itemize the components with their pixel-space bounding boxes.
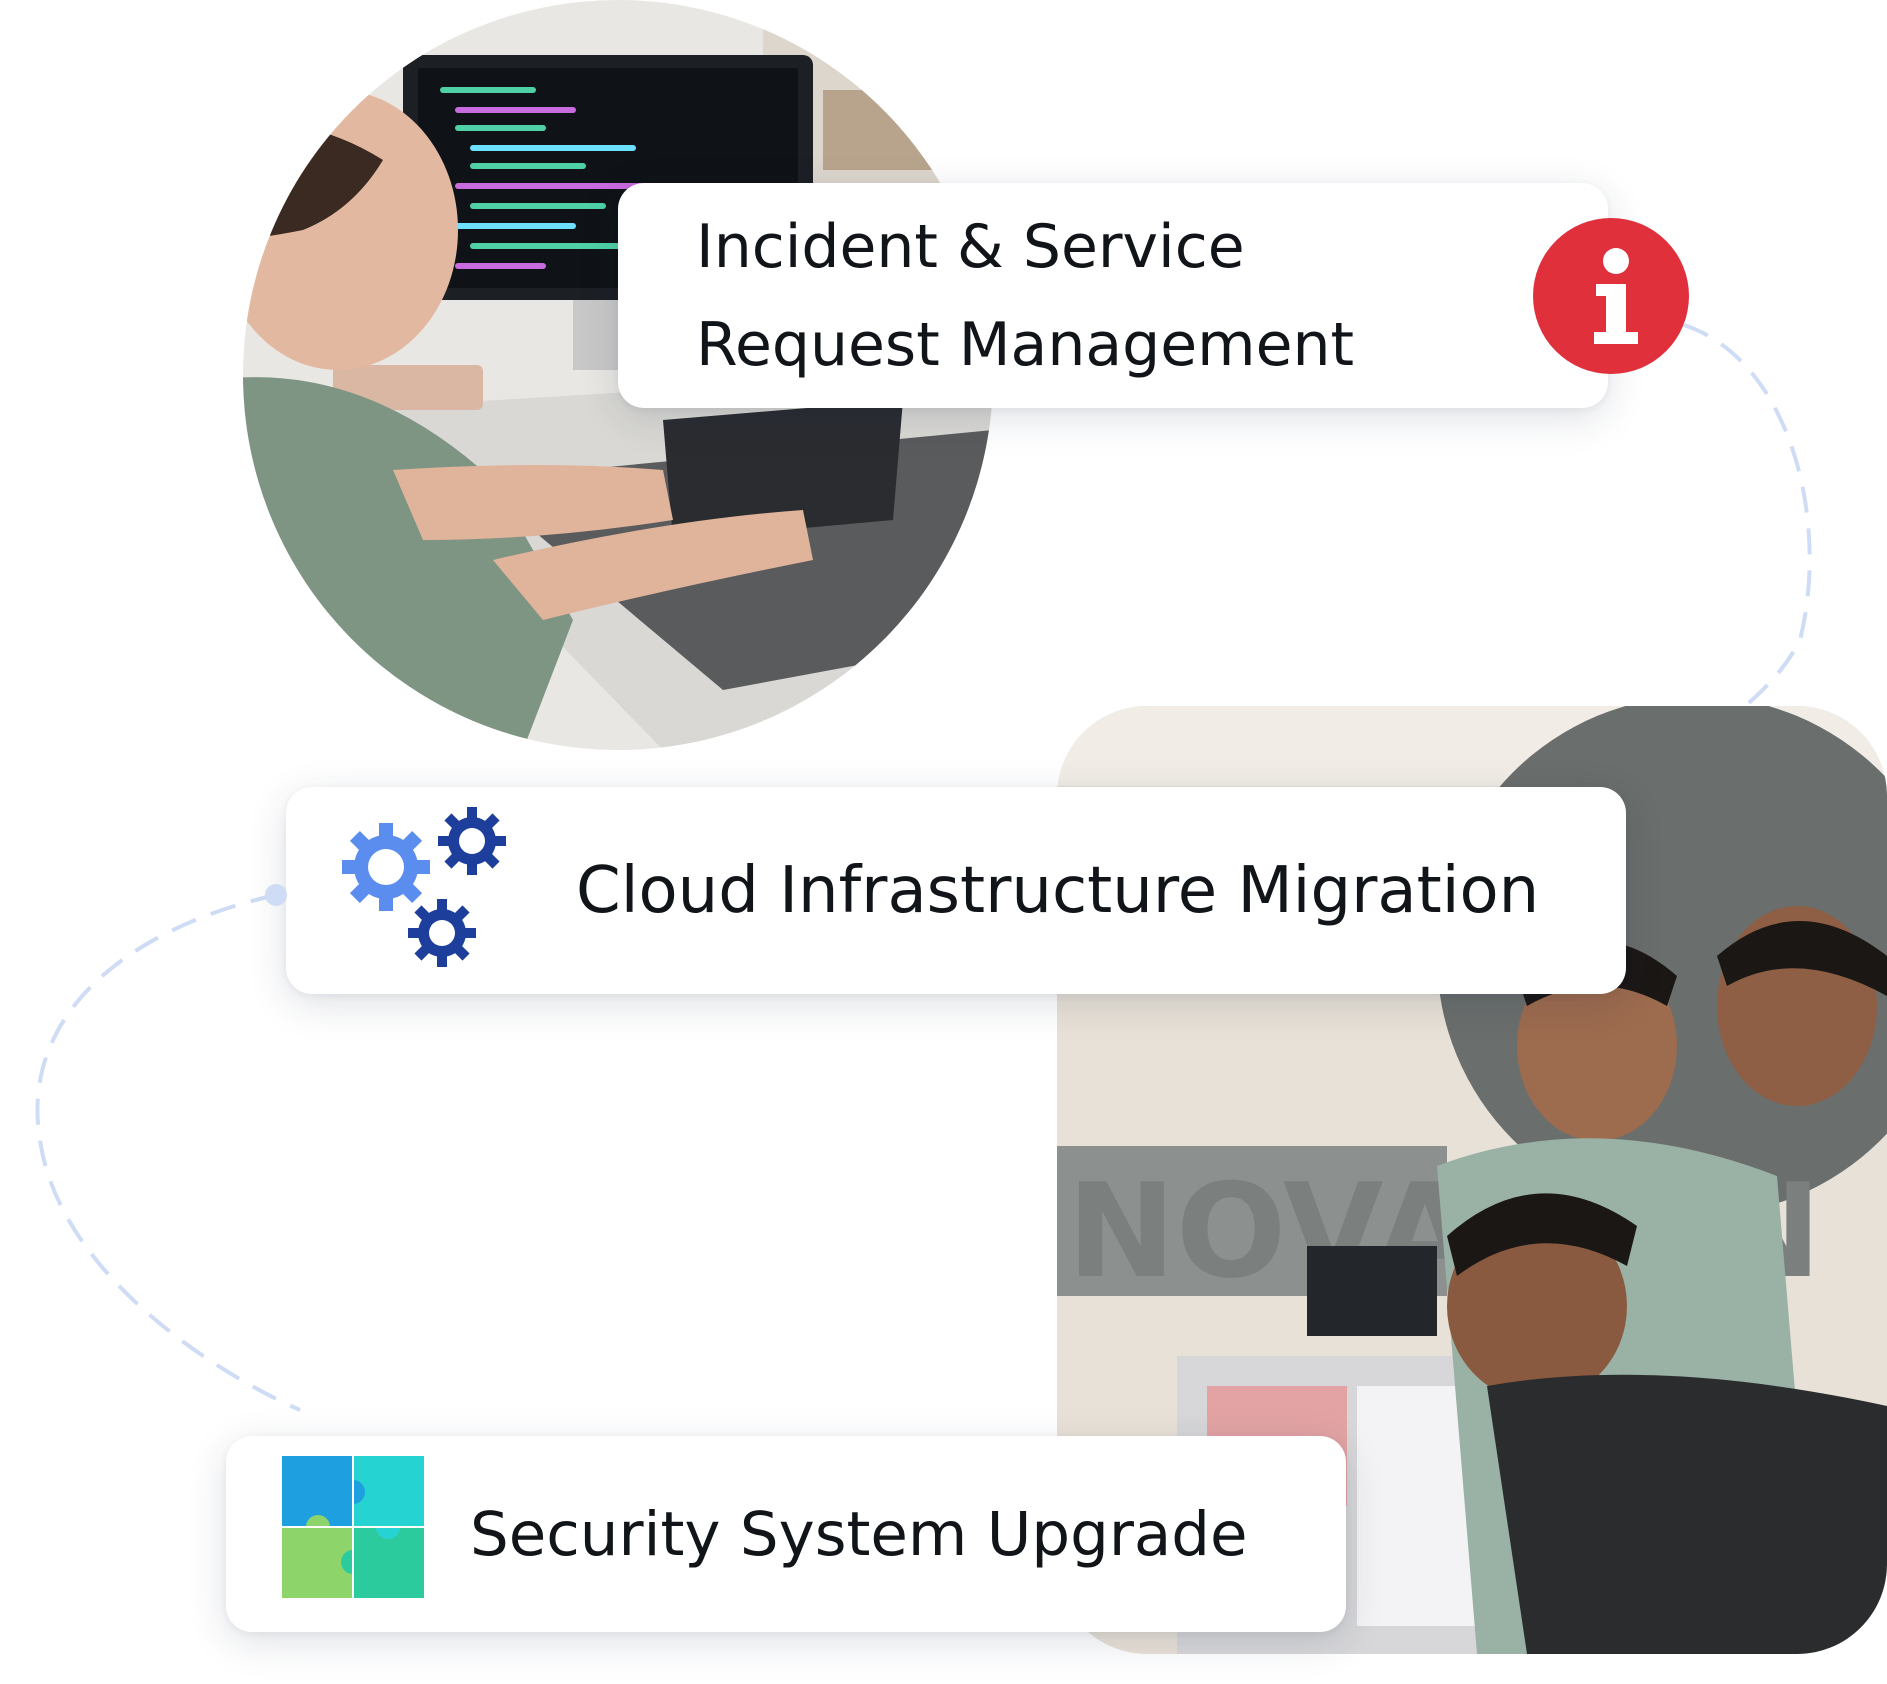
incident-card-label: Incident & Service Request Management	[696, 198, 1354, 394]
gears-icon	[342, 807, 506, 967]
connector-dot	[265, 884, 287, 906]
security-upgrade-card[interactable]: Security System Upgrade	[226, 1436, 1346, 1632]
incident-card-label-line1: Incident & Service	[696, 211, 1245, 282]
security-card-label: Security System Upgrade	[470, 1498, 1248, 1570]
incident-card-label-line2: Request Management	[696, 309, 1355, 380]
cloud-card-label: Cloud Infrastructure Migration	[576, 853, 1540, 928]
incident-service-card[interactable]: Incident & Service Request Management	[618, 183, 1608, 408]
info-icon	[1533, 218, 1689, 374]
cloud-migration-card[interactable]: Cloud Infrastructure Migration	[286, 787, 1626, 994]
puzzle-icon	[282, 1456, 424, 1598]
